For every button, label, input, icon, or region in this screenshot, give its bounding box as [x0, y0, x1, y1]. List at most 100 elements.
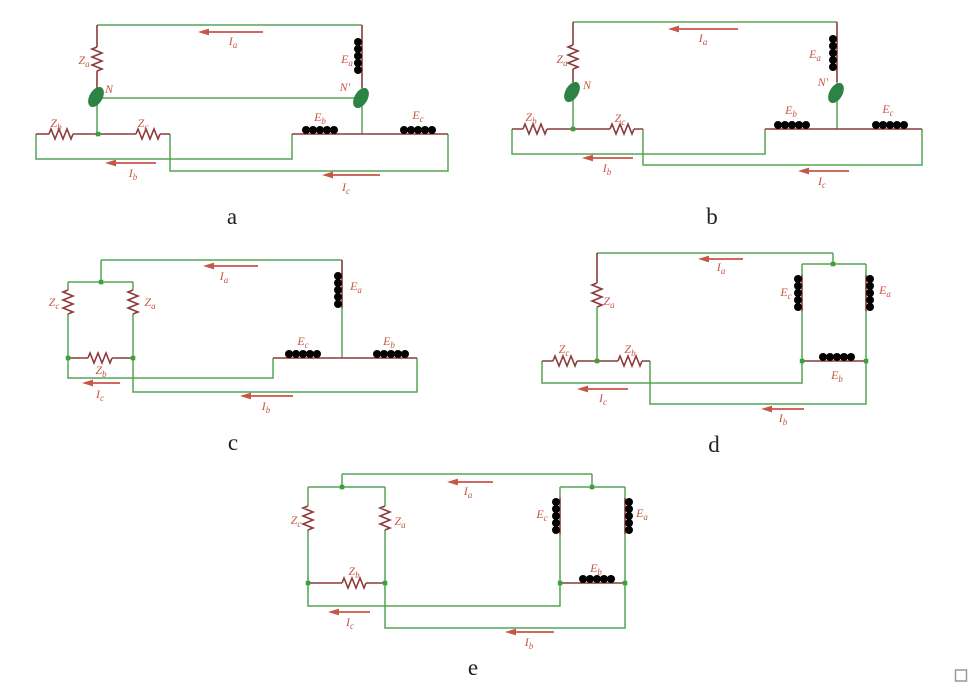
- label-Za: Za: [78, 53, 90, 69]
- label-Eb: Eb: [830, 368, 843, 384]
- current-arrow-Ic: [798, 167, 849, 175]
- label-Zb: Zb: [95, 363, 107, 379]
- junction-dot: [65, 355, 71, 361]
- resistor-Zb: [87, 352, 113, 364]
- caption-c: c: [228, 430, 238, 455]
- coil-Ec: [872, 121, 908, 129]
- coil-Ec: [794, 275, 802, 311]
- connection-wires: [541, 252, 867, 405]
- label-Zb: Zb: [348, 564, 360, 580]
- junction-dot: [95, 131, 101, 137]
- current-arrow-Ia: [698, 255, 743, 263]
- caption-d: d: [708, 432, 720, 457]
- neutral-node-N: [88, 86, 104, 108]
- coil-Eb: [373, 350, 409, 358]
- resistor-Za: [91, 46, 103, 72]
- caption-a: a: [227, 204, 237, 229]
- resistor-Zc: [62, 289, 74, 315]
- connection-wires: [35, 24, 449, 172]
- label-N: N: [104, 82, 114, 96]
- resistor-Zb: [341, 577, 367, 589]
- current-arrow-Ia: [668, 25, 738, 33]
- junction-dot: [98, 279, 104, 285]
- junction-dot: [863, 358, 869, 364]
- resize-handle[interactable]: [954, 669, 968, 682]
- junction-dot: [130, 355, 136, 361]
- circuit-d: Za Zc Zb Ec Ea Eb Ia Ic Ib d: [541, 252, 891, 457]
- label-Zb: Zb: [50, 116, 62, 132]
- junction-dot: [339, 484, 345, 490]
- circuit-e: Zc Za Zb Ec Ea Eb Ia Ic Ib e: [291, 473, 648, 680]
- label-Eb: Eb: [313, 110, 326, 126]
- coil-Ec: [285, 350, 321, 358]
- label-Ic: Ic: [817, 174, 826, 190]
- label-Ic: Ic: [95, 387, 104, 403]
- label-Ec: Ec: [779, 285, 791, 301]
- label-Za: Za: [144, 295, 156, 311]
- label-Ec: Ec: [881, 102, 893, 118]
- label-Ia: Ia: [219, 269, 229, 285]
- coil-Ec: [552, 498, 560, 534]
- label-Ic: Ic: [345, 615, 354, 631]
- label-Zc: Zc: [291, 513, 302, 529]
- caption-b: b: [706, 204, 718, 229]
- resistor-Za: [127, 289, 139, 315]
- component-lead-wires: [68, 260, 417, 359]
- label-N-prime: N′: [339, 80, 351, 94]
- component-lead-wires: [542, 253, 867, 362]
- label-Ic: Ic: [341, 180, 350, 196]
- label-N: N: [582, 78, 592, 92]
- current-arrow-Ib: [582, 154, 633, 162]
- label-Ea: Ea: [349, 279, 362, 295]
- current-arrow-Ib: [105, 159, 156, 167]
- current-arrow-Ia: [447, 478, 493, 486]
- label-Zc: Zc: [138, 116, 149, 132]
- label-Eb: Eb: [784, 103, 797, 119]
- component-lead-wires: [308, 498, 626, 584]
- label-Ea: Ea: [340, 52, 353, 68]
- current-arrow-Ib: [505, 628, 554, 636]
- neutral-node-N: [564, 81, 580, 103]
- coil-Ec: [400, 126, 436, 134]
- connection-wires: [67, 259, 418, 393]
- junction-dot: [594, 358, 600, 364]
- junction-dot: [830, 261, 836, 267]
- label-Zc: Zc: [615, 111, 626, 127]
- current-arrow-Ib: [240, 392, 293, 400]
- resistor-Za: [379, 505, 391, 531]
- label-Ec: Ec: [535, 507, 547, 523]
- label-Ic: Ic: [598, 391, 607, 407]
- junction-dot: [589, 484, 595, 490]
- coil-Ea: [354, 38, 362, 74]
- junction-dot: [622, 580, 628, 586]
- label-Zb: Zb: [624, 342, 636, 358]
- label-Ea: Ea: [635, 506, 648, 522]
- current-arrow-Ic: [82, 379, 120, 387]
- neutral-node-N-prime: [353, 87, 369, 109]
- neutral-node-N-prime: [828, 82, 844, 104]
- label-Ib: Ib: [128, 166, 138, 182]
- label-Ib: Ib: [778, 411, 788, 427]
- resistor-Za: [567, 44, 579, 70]
- label-Zb: Zb: [525, 110, 537, 126]
- junction-dot: [382, 580, 388, 586]
- coil-Ea: [334, 272, 342, 308]
- junction-dot: [799, 358, 805, 364]
- current-arrow-Ib: [761, 405, 804, 413]
- junction-dot: [557, 580, 563, 586]
- label-Za: Za: [394, 514, 406, 530]
- label-Ia: Ia: [716, 260, 726, 276]
- coil-Eb: [302, 126, 338, 134]
- connection-wires: [307, 473, 626, 629]
- current-arrow-Ic: [322, 171, 380, 179]
- label-Zc: Zc: [559, 342, 570, 358]
- label-Ib: Ib: [524, 635, 534, 651]
- junction-dot: [570, 126, 576, 132]
- label-Zc: Zc: [49, 295, 60, 311]
- coil-Eb: [819, 353, 855, 361]
- label-Ia: Ia: [698, 31, 708, 47]
- current-arrow-Ic: [328, 608, 370, 616]
- label-Ib: Ib: [261, 399, 271, 415]
- coil-Ea: [829, 35, 837, 71]
